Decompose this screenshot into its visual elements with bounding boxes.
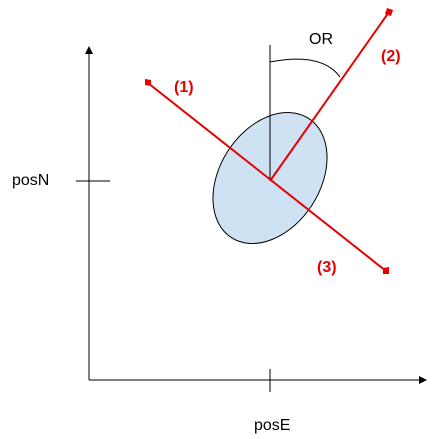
line-3-end-marker bbox=[383, 267, 389, 274]
axis-label-posn: posN bbox=[12, 172, 50, 189]
line-1-end-marker bbox=[145, 79, 151, 86]
orientation-arc bbox=[269, 58, 341, 78]
line-label-1: (1) bbox=[174, 79, 194, 96]
angle-label: OR bbox=[309, 31, 333, 48]
line-label-2: (2) bbox=[381, 48, 401, 65]
line-2 bbox=[269, 11, 390, 182]
axis-label-pose: posE bbox=[254, 417, 291, 434]
line-label-3: (3) bbox=[317, 259, 337, 276]
line-2-end-marker bbox=[385, 8, 393, 16]
line-1-3 bbox=[147, 82, 387, 272]
